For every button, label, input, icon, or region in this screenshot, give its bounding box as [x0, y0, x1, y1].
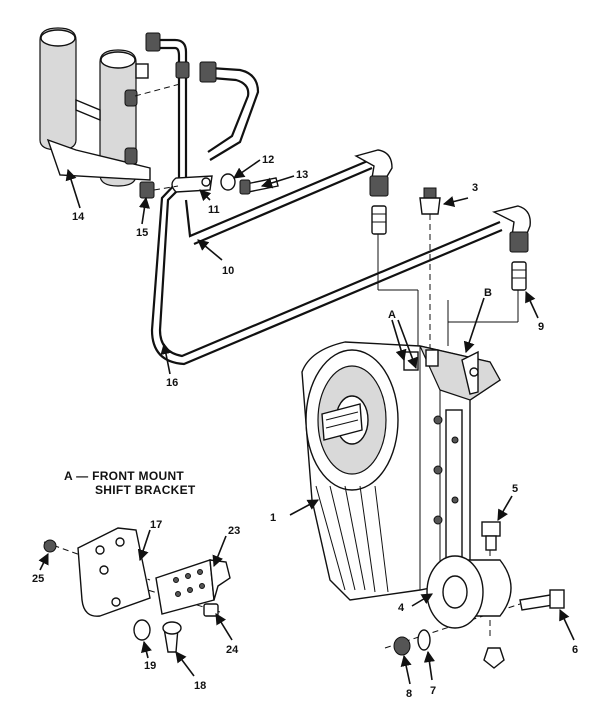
callout-9: 9: [538, 321, 544, 333]
callout-4: 4: [398, 602, 405, 614]
callout-6: 6: [572, 644, 578, 656]
callout-7: 7: [430, 685, 436, 697]
coupling-flange: [393, 521, 565, 669]
callout-arrows: [38, 159, 575, 685]
detail-caption: A — FRONT MOUNT SHIFT BRACKET: [64, 469, 196, 497]
hose-lines: [145, 32, 531, 366]
caption-line-2: SHIFT BRACKET: [95, 483, 196, 497]
callout-B: B: [484, 287, 492, 299]
callout-25: 25: [32, 573, 44, 585]
callout-13: 13: [296, 169, 308, 181]
callout-5: 5: [512, 483, 518, 495]
callout-1: 1: [270, 512, 276, 524]
sender-unit: [419, 187, 441, 348]
callout-17: 17: [150, 519, 162, 531]
callout-14: 14: [72, 211, 85, 223]
oil-cooler-assembly: [39, 27, 181, 187]
callout-16: 16: [166, 377, 178, 389]
callout-23: 23: [228, 525, 240, 537]
callout-24: 24: [226, 644, 239, 656]
callout-8: 8: [406, 688, 412, 700]
callout-10: 10: [222, 265, 234, 277]
callout-11: 11: [208, 204, 220, 216]
callout-18: 18: [194, 680, 206, 692]
front-mount-shift-bracket: [43, 527, 231, 653]
callout-15: 15: [136, 227, 148, 239]
callout-19: 19: [144, 660, 156, 672]
callout-3: 3: [472, 182, 478, 194]
callout-12: 12: [262, 154, 274, 166]
callout-labels: 1 3 4 5 6 7 8 9 10 11 12 13 14 15 16 17 …: [32, 154, 578, 700]
transmission-housing: [301, 341, 501, 601]
caption-line-1: A — FRONT MOUNT: [64, 469, 184, 483]
callout-A: A: [388, 309, 396, 321]
